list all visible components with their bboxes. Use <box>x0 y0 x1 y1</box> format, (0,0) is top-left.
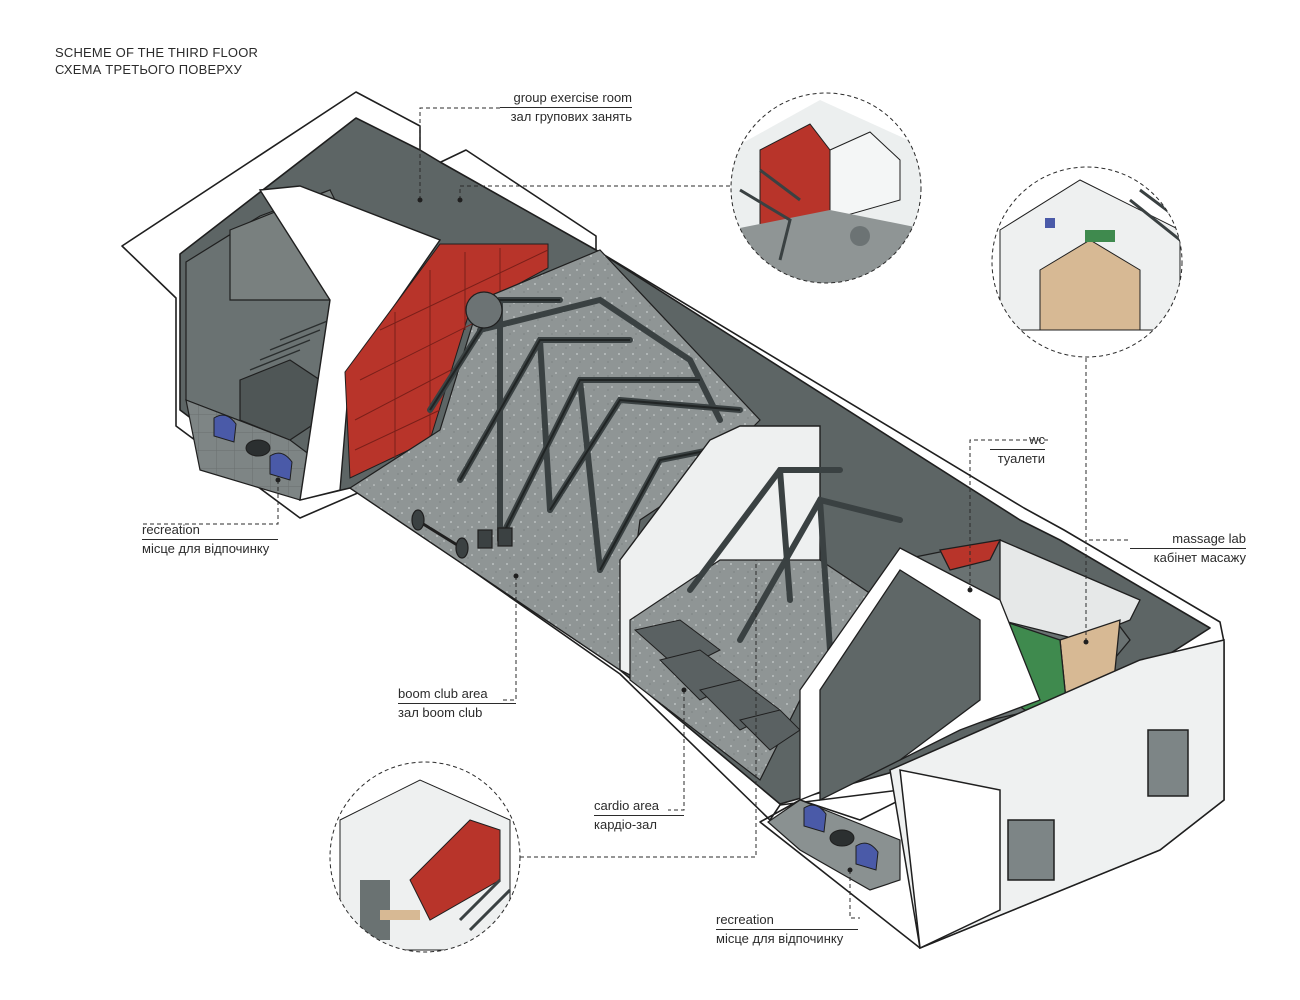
trusses-cardio <box>687 467 903 653</box>
label-text-ua: туалети <box>997 451 1045 466</box>
label-text-ua: місце для відпочинку <box>142 541 270 556</box>
leader-lines <box>140 107 1130 919</box>
diagram-title: SCHEME OF THE THIRD FLOOR СХЕМА ТРЕТЬОГО… <box>55 44 258 78</box>
label-text-ua: зал boom club <box>398 705 483 720</box>
barbell-and-dumbbells <box>411 291 513 559</box>
label-recreation-right: recreation місце для відпочинку <box>716 912 858 947</box>
label-text-en: group exercise room <box>513 90 633 105</box>
label-text-ua: кабінет масажу <box>1153 550 1246 565</box>
label-text-ua: місце для відпочинку <box>716 931 844 946</box>
detail-circle-group-exercise <box>730 92 922 284</box>
label-massage-lab: massage lab кабінет масажу <box>1130 531 1246 566</box>
chairs-right <box>803 804 879 871</box>
label-wc: wc туалети <box>990 432 1045 467</box>
detail-circle-red-wall <box>329 761 521 953</box>
detail-circle-wc-massage <box>991 166 1183 358</box>
label-boom-club-area: boom club area зал boom club <box>398 686 516 721</box>
label-text-en: cardio area <box>594 798 660 813</box>
chairs-left <box>213 414 293 481</box>
gable-wall-left <box>258 185 442 501</box>
label-text-en: massage lab <box>1172 531 1246 546</box>
label-text-en: boom club area <box>398 686 488 701</box>
label-text-en: recreation <box>716 912 774 927</box>
label-cardio-area: cardio area кардіо-зал <box>594 798 684 833</box>
label-text-ua: кардіо-зал <box>594 817 657 832</box>
title-en: SCHEME OF THE THIRD FLOOR <box>55 45 259 60</box>
right-outer-block <box>889 639 1225 950</box>
label-text-ua: зал групових занять <box>510 109 632 124</box>
label-recreation-left: recreation місце для відпочинку <box>142 522 278 557</box>
treadmills <box>633 619 801 751</box>
title-ua: СХЕМА ТРЕТЬОГО ПОВЕРХУ <box>55 62 242 77</box>
label-group-exercise-room: group exercise room зал групових занять <box>500 90 632 125</box>
label-text-en: recreation <box>142 522 200 537</box>
label-text-en: wc <box>1029 432 1045 447</box>
